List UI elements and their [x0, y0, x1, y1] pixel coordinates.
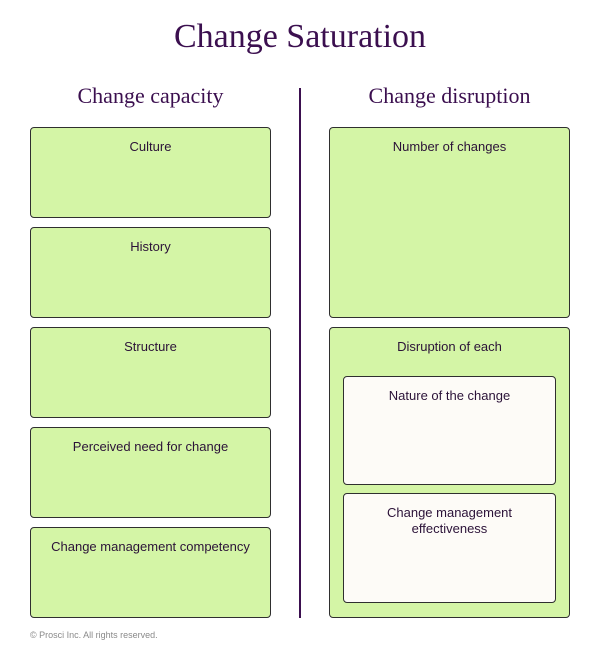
diagram-title: Change Saturation [173, 18, 427, 55]
inner-box-label: Nature of the change [388, 388, 511, 403]
disruption-box-label: Number of changes [392, 139, 507, 154]
capacity-box-cm-competency: Change management competency [30, 527, 271, 618]
capacity-box-label: Perceived need for change [72, 439, 229, 454]
inner-box-label: Change management effectiveness [386, 505, 513, 536]
capacity-box-label: Culture [129, 139, 172, 154]
capacity-box-perceived-need: Perceived need for change [30, 427, 271, 518]
capacity-box-label: History [130, 239, 171, 254]
capacity-box-culture: Culture [30, 127, 271, 218]
inner-box-cm-effectiveness: Change management effectiveness [343, 493, 556, 603]
change-disruption-heading: Change disruption [368, 83, 531, 108]
capacity-box-history: History [30, 227, 271, 318]
copyright-footer: © Prosci Inc. All rights reserved. [30, 630, 158, 640]
capacity-box-structure: Structure [30, 327, 271, 418]
capacity-box-label: Change management competency [51, 539, 250, 554]
column-divider [299, 88, 301, 618]
disruption-box-label: Disruption of each [397, 339, 502, 354]
inner-box-nature-of-change: Nature of the change [343, 376, 556, 485]
change-capacity-heading: Change capacity [77, 83, 224, 108]
disruption-box-disruption-of-each: Disruption of each Nature of the change … [329, 327, 570, 618]
disruption-box-number-of-changes: Number of changes [329, 127, 570, 318]
capacity-box-label: Structure [124, 339, 177, 354]
